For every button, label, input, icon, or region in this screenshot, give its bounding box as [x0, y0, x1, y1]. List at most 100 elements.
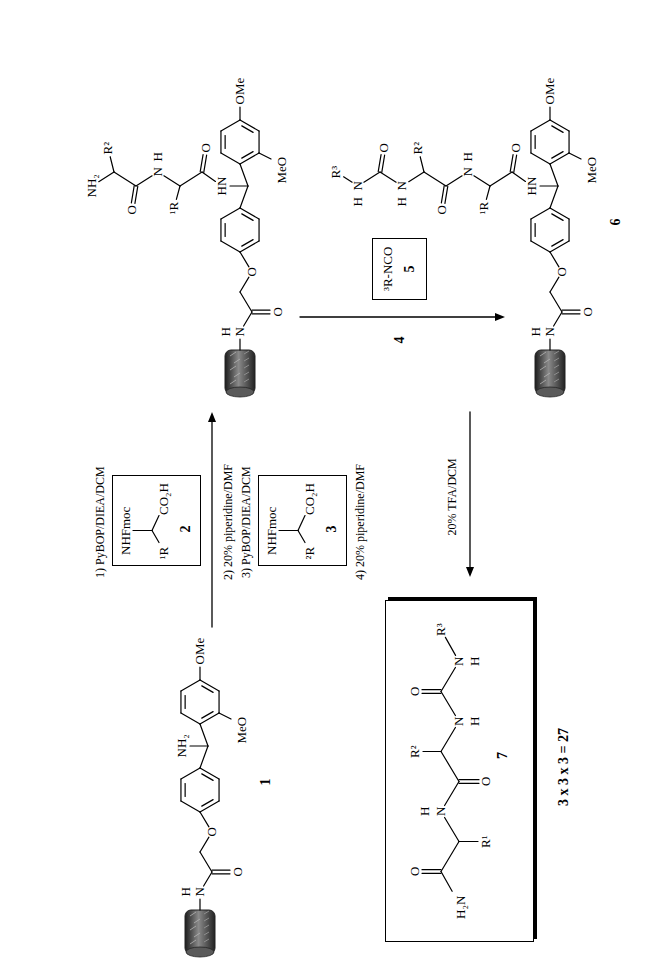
atom-label: HN: [215, 177, 229, 196]
resin-bead-end: [186, 947, 214, 957]
resin-texture: [554, 379, 559, 382]
bond-line: [252, 313, 270, 314]
bond-line: [535, 223, 536, 236]
bond-line: [240, 164, 248, 186]
bond-line: [230, 185, 248, 186]
bond-line: [240, 292, 252, 312]
compound-number: 2: [179, 526, 194, 533]
bond-line: [200, 852, 212, 872]
bond-line: [110, 157, 114, 172]
atom-label: O: [408, 867, 422, 876]
atom-label: O: [125, 205, 139, 214]
compound-number: 1: [259, 779, 274, 786]
bond-line: [552, 240, 563, 247]
bond-line: [221, 241, 240, 252]
bond-line: [298, 531, 305, 543]
bond-line: [219, 713, 231, 719]
atom-label: N: [351, 181, 365, 190]
atom-label: N: [151, 167, 165, 176]
bond-line: [550, 252, 559, 267]
resin-bead-end: [226, 387, 254, 397]
bond-line: [220, 219, 221, 241]
bond-line: [422, 873, 441, 874]
bond-line: [202, 172, 215, 181]
bond-line: [212, 870, 230, 871]
atom-label: O: [245, 267, 259, 276]
atom-label: MeO: [275, 157, 289, 184]
bond-line: [225, 135, 226, 148]
bond-line: [164, 176, 180, 186]
atom-label: N: [452, 657, 466, 666]
bond-line: [550, 292, 562, 312]
reagent-box: ³R-NCO5: [372, 238, 427, 300]
atom-label: R¹: [479, 835, 493, 848]
resin-texture: [244, 379, 249, 382]
resin-texture: [204, 911, 209, 914]
resin-texture: [554, 365, 559, 368]
library-size-note: 3 x 3 x 3 = 27: [557, 728, 572, 806]
bond-line: [279, 530, 298, 531]
bond-line: [244, 312, 252, 326]
bond-line: [424, 172, 446, 186]
bond-line: [445, 782, 459, 806]
bond-line: [550, 241, 569, 252]
atom-label: ¹R: [477, 202, 491, 215]
atom-label: N: [452, 717, 466, 726]
resin-texture: [194, 919, 200, 923]
bond-line: [200, 837, 209, 852]
bond-line: [180, 779, 181, 801]
bond-line: [441, 186, 444, 203]
atom-label: NH₂: [85, 174, 99, 197]
bond-line: [131, 186, 134, 203]
atom-label: O: [435, 205, 449, 214]
resin-texture: [540, 380, 546, 384]
atom-label: N: [434, 807, 448, 816]
arrow-head: [208, 412, 216, 422]
bond-line: [423, 751, 441, 752]
bond-line: [422, 693, 441, 694]
bond-line: [441, 668, 455, 692]
bond-line: [240, 252, 249, 267]
bond-line: [114, 172, 136, 186]
bond-line: [568, 219, 569, 241]
resin-texture: [204, 925, 209, 928]
resin-texture: [244, 372, 249, 375]
bond-line: [380, 172, 396, 182]
atom-label: R²: [408, 745, 422, 758]
bond-line: [459, 779, 479, 780]
bond-line: [239, 339, 240, 350]
bond-line: [530, 131, 531, 153]
bond-line: [459, 841, 478, 842]
bond-line: [549, 107, 550, 120]
bond-line: [568, 131, 569, 153]
bond-line: [445, 637, 455, 655]
bond-line: [441, 872, 452, 892]
compound-number: 4: [393, 337, 408, 344]
resin-texture: [190, 940, 196, 944]
bond-line: [530, 219, 531, 241]
atom-label: H: [468, 657, 482, 666]
resin-texture: [230, 352, 236, 356]
atom-label: CO₂H: [303, 483, 317, 515]
atom-label: H: [395, 197, 409, 206]
atom-label: O: [205, 827, 219, 836]
compound-number: 6: [609, 219, 624, 226]
bond-line: [242, 126, 253, 133]
bond-line: [549, 339, 550, 350]
resin-texture: [554, 351, 559, 354]
reagent-box: NHFmoc¹RCO₂H2: [112, 476, 201, 567]
bond-line: [181, 768, 200, 779]
bond-line: [300, 316, 495, 317]
reagent-box: NHFmoc²RCO₂H3: [258, 476, 347, 567]
bond-line: [550, 120, 569, 131]
resin-texture: [230, 380, 236, 384]
bond-line: [459, 783, 479, 784]
bond-line: [200, 768, 219, 779]
bond-line: [200, 746, 208, 768]
resin-texture: [190, 912, 196, 916]
bond-line: [446, 176, 462, 186]
resin-texture: [244, 365, 249, 368]
atom-label: O: [408, 687, 422, 696]
bond-line: [218, 691, 219, 713]
